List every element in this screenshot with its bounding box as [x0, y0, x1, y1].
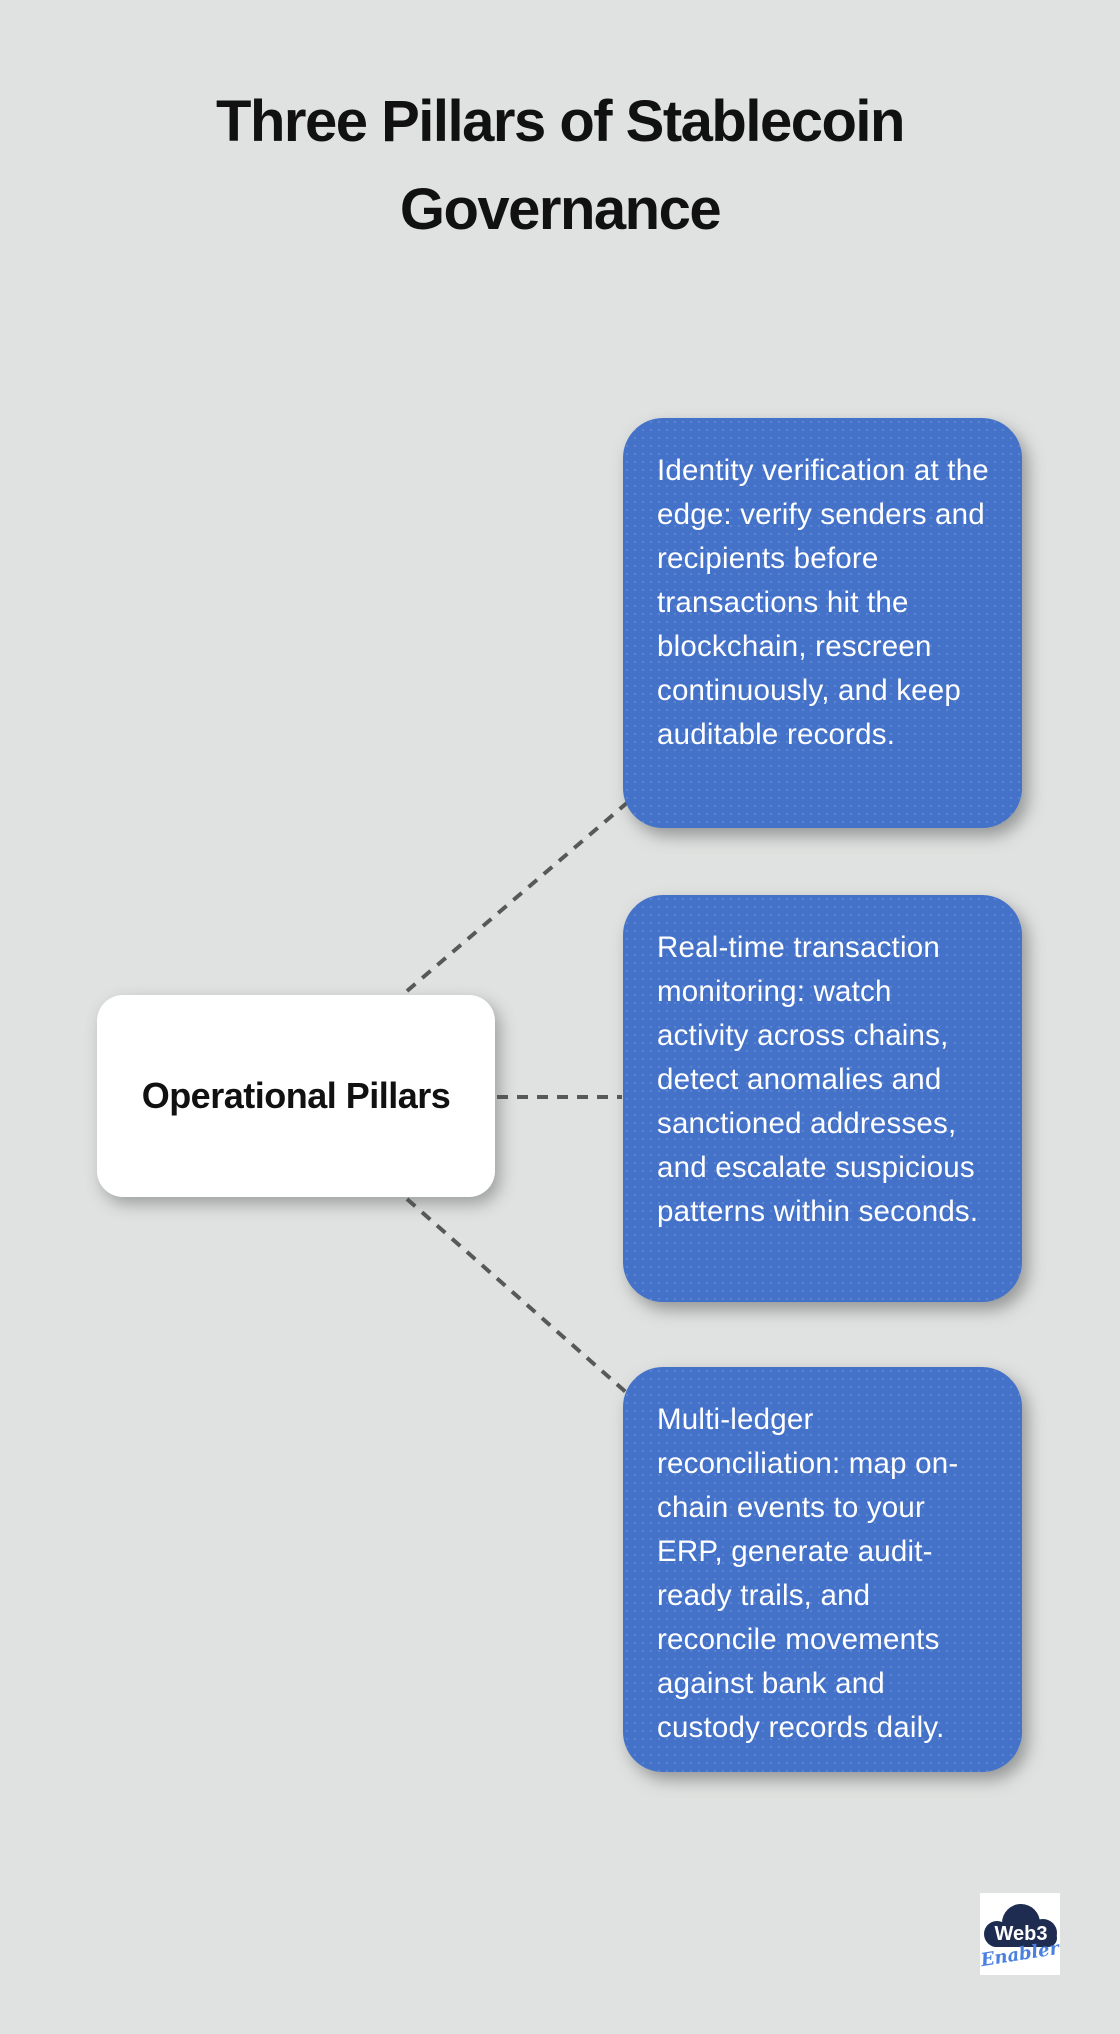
pillar-card-identity-verification: Identity verification at the edge: verif…: [623, 418, 1022, 828]
cloud-logo-icon: Web3 Enabler: [980, 1904, 1060, 1971]
pillar-card-transaction-monitoring: Real-time transaction monitoring: watch …: [623, 895, 1022, 1302]
pillar-card-multi-ledger-reconciliation: Multi-ledger reconciliation: map on-chai…: [623, 1367, 1022, 1772]
center-node-label: Operational Pillars: [141, 1075, 451, 1116]
connector-line-bottom: [405, 1197, 630, 1396]
pillar-card-text: Real-time transaction monitoring: watch …: [657, 931, 979, 1228]
logo-text-web3: Web3: [995, 1923, 1048, 1945]
pillar-card-text: Multi-ledger reconciliation: map on-chai…: [657, 1403, 959, 1744]
center-node-operational-pillars: Operational Pillars: [97, 995, 495, 1197]
connector-line-top: [405, 800, 630, 993]
page-title: Three Pillars of Stablecoin Governance: [216, 89, 905, 242]
pillar-card-text: Identity verification at the edge: verif…: [657, 454, 989, 751]
web3-enabler-logo: Web3 Enabler: [980, 1893, 1060, 1975]
